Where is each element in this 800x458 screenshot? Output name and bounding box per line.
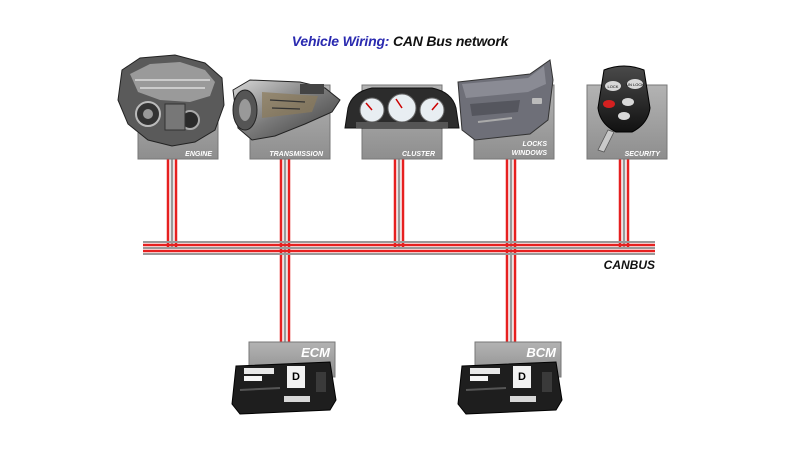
locks-drop-wire xyxy=(505,158,517,247)
canbus-label: CANBUS xyxy=(604,258,655,272)
transmission-label: TRANSMISSION xyxy=(269,151,324,158)
engine-drop-wire xyxy=(166,158,178,247)
controller-drop-wires xyxy=(279,247,517,342)
module-drop-wires xyxy=(166,158,630,247)
locks-label: LOCKS xyxy=(523,141,548,148)
bcm-control-module-icon: D xyxy=(457,361,563,415)
engine-label: ENGINE xyxy=(185,151,212,158)
bcm-drop-wire xyxy=(505,247,517,342)
controller-ecm: ECM D xyxy=(231,341,337,415)
cluster-label: CLUSTER xyxy=(402,151,435,158)
engine-icon xyxy=(117,54,225,147)
ecm-label: ECM xyxy=(301,345,331,360)
module-cluster: CLUSTER xyxy=(344,84,460,160)
key-fob-icon: LOCK UN LOCK xyxy=(597,65,651,153)
module-engine: ENGINE xyxy=(117,54,225,160)
car-door-icon xyxy=(457,59,554,141)
ecm-chip-letter: D xyxy=(292,371,300,383)
fob-unlock-text: UN LOCK xyxy=(626,82,644,87)
fob-lock-text: LOCK xyxy=(608,84,619,89)
ecm-control-module-icon: D xyxy=(231,361,337,415)
module-transmission: TRANSMISSION xyxy=(232,79,341,160)
transmission-icon xyxy=(232,79,341,141)
transmission-drop-wire xyxy=(279,158,291,247)
windows-label: WINDOWS xyxy=(512,150,548,157)
instrument-cluster-icon xyxy=(344,87,460,129)
title-vehicle-wiring: Vehicle Wiring: xyxy=(291,33,390,49)
controller-bcm: BCM D xyxy=(457,341,563,415)
module-locks-windows: LOCKS WINDOWS xyxy=(457,59,555,160)
cluster-drop-wire xyxy=(393,158,405,247)
security-drop-wire xyxy=(618,158,630,247)
bcm-label: BCM xyxy=(526,345,557,360)
module-security: SECURITY LOCK UN LOCK xyxy=(586,65,668,160)
ecm-drop-wire xyxy=(279,247,291,342)
can-bus-line xyxy=(143,241,655,255)
title-can-bus-network: CAN Bus network xyxy=(389,33,509,49)
diagram-title: Vehicle Wiring: CAN Bus network xyxy=(0,33,800,49)
security-label: SECURITY xyxy=(625,151,662,158)
bcm-chip-letter: D xyxy=(518,371,526,383)
